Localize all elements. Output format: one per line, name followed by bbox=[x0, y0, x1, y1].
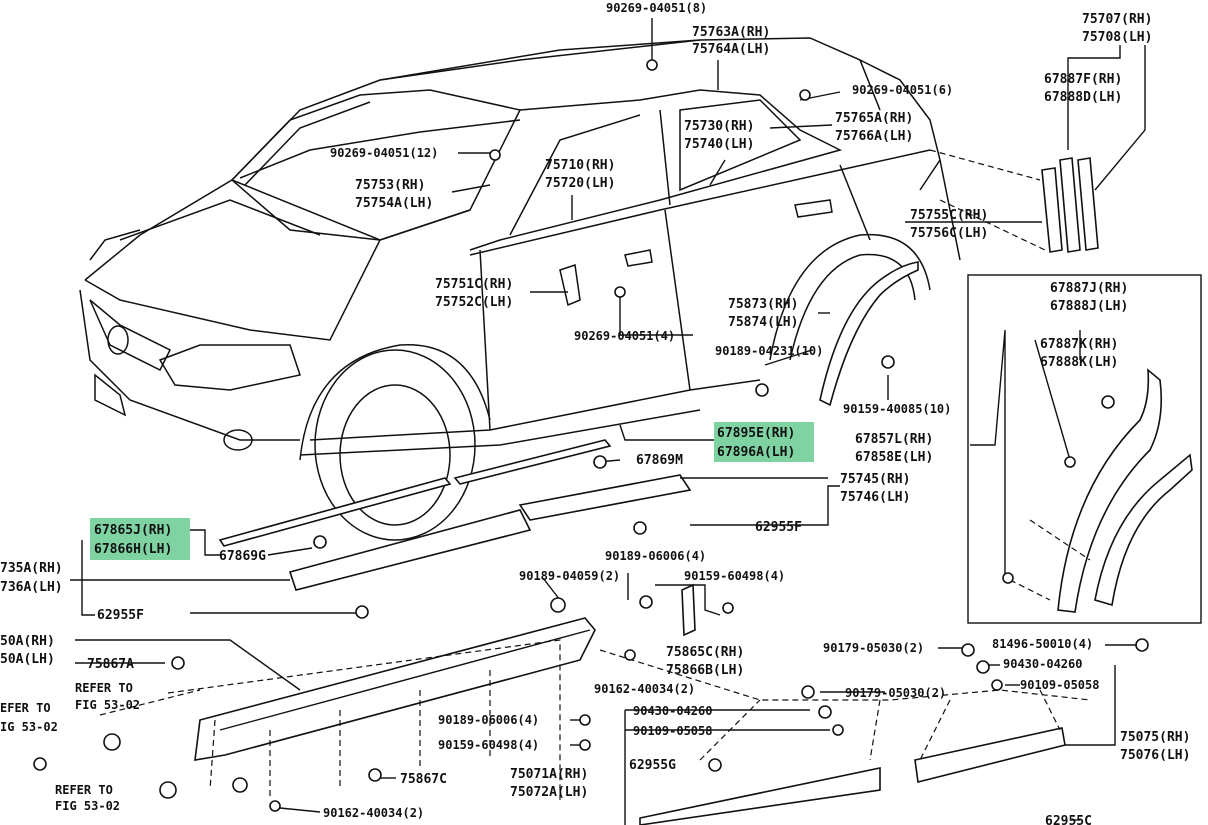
label-67866h: 67866H(LH) bbox=[94, 542, 172, 557]
leader-lines bbox=[70, 18, 1146, 825]
label-90189-06006-4b: 90189-06006(4) bbox=[438, 713, 539, 727]
label-90159-40085: 90159-40085(10) bbox=[843, 402, 951, 416]
label-67887f: 67887F(RH) bbox=[1044, 72, 1122, 87]
label-67869g: 67869G bbox=[219, 549, 266, 564]
label-67888d: 67888D(LH) bbox=[1044, 90, 1122, 105]
label-75071a: 75071A(RH) bbox=[510, 767, 588, 782]
label-81496-50010: 81496-50010(4) bbox=[992, 637, 1093, 651]
label-67887k: 67887K(RH) bbox=[1040, 337, 1118, 352]
moulding-75075 bbox=[914, 727, 1066, 783]
label-75873: 75873(RH) bbox=[728, 297, 798, 312]
label-90162-40034-b: 90162-40034(2) bbox=[323, 806, 424, 820]
label-75865c: 75865C(RH) bbox=[666, 645, 744, 660]
dashed-lines bbox=[99, 149, 1091, 800]
label-75866b: 75866B(LH) bbox=[666, 663, 744, 678]
label-ig-53-02: IG 53-02 bbox=[0, 720, 58, 734]
moulding-67865j bbox=[218, 477, 452, 547]
label-75751c: 75751C(RH) bbox=[435, 277, 513, 292]
label-75754a: 75754A(LH) bbox=[355, 196, 433, 211]
label-75755c: 75755C(RH) bbox=[910, 208, 988, 223]
label-67888k: 67888K(LH) bbox=[1040, 355, 1118, 370]
label-75752c: 75752C(LH) bbox=[435, 295, 513, 310]
label-75745: 75745(RH) bbox=[840, 472, 910, 487]
label-75740: 75740(LH) bbox=[684, 137, 754, 152]
label-50a-lh: 50A(LH) bbox=[0, 652, 55, 667]
label-67888j: 67888J(LH) bbox=[1050, 299, 1128, 314]
label-75756c: 75756C(LH) bbox=[910, 226, 988, 241]
label-90189-04059: 90189-04059(2) bbox=[519, 569, 620, 583]
label-75075: 75075(RH) bbox=[1120, 730, 1190, 745]
fasteners bbox=[33, 59, 1149, 812]
label-75867a: 75867A bbox=[87, 657, 134, 672]
label-62955f-b: 62955F bbox=[97, 608, 144, 623]
label-75766a: 75766A(LH) bbox=[835, 129, 913, 144]
label-75765a: 75765A(RH) bbox=[835, 111, 913, 126]
highlight-67895e bbox=[714, 422, 814, 462]
strip-67887f bbox=[1041, 167, 1063, 253]
label-75076: 75076(LH) bbox=[1120, 748, 1190, 763]
label-75874: 75874(LH) bbox=[728, 315, 798, 330]
retainer-75745 bbox=[518, 474, 692, 521]
strip-75707-b bbox=[1077, 157, 1099, 251]
label-67896a: 67896A(LH) bbox=[717, 445, 795, 460]
label-62955f-a: 62955F bbox=[755, 520, 802, 535]
label-67865j: 67865J(RH) bbox=[94, 523, 172, 538]
arch-moulding-75873 bbox=[819, 261, 919, 407]
label-90269-04051-8: 90269-04051(8) bbox=[606, 1, 707, 15]
label-90269-04051-4: 90269-04051(4) bbox=[574, 329, 675, 343]
strip-75707-a bbox=[1059, 157, 1081, 253]
label-efer-to: EFER TO bbox=[0, 701, 51, 715]
label-90189-06006-4a: 90189-06006(4) bbox=[605, 549, 706, 563]
label-50a-rh: 50A(RH) bbox=[0, 634, 55, 649]
label-67887j: 67887J(RH) bbox=[1050, 281, 1128, 296]
label-736a: 736A(LH) bbox=[0, 580, 63, 595]
label-90162-40034-a: 90162-40034(2) bbox=[594, 682, 695, 696]
label-90109-05058-a: 90109-05058 bbox=[1020, 678, 1099, 692]
label-75730: 75730(RH) bbox=[684, 119, 754, 134]
label-90269-04051-6: 90269-04051(6) bbox=[852, 83, 953, 97]
label-67857l: 67857L(RH) bbox=[855, 432, 933, 447]
label-62955c: 62955C bbox=[1045, 814, 1092, 825]
arch-piece-67887k bbox=[1094, 453, 1193, 607]
label-90430-04260-b: 90430-04260 bbox=[633, 704, 712, 718]
label-67869m: 67869M bbox=[636, 453, 683, 468]
label-67858e: 67858E(LH) bbox=[855, 450, 933, 465]
label-75072a: 75072A(LH) bbox=[510, 785, 588, 800]
label-735a: 735A(RH) bbox=[0, 561, 63, 576]
label-75753: 75753(RH) bbox=[355, 178, 425, 193]
arch-piece-67857l bbox=[1057, 368, 1163, 613]
label-75867c: 75867C bbox=[400, 772, 447, 787]
label-62955g: 62955G bbox=[629, 758, 676, 773]
car-body bbox=[79, 37, 961, 541]
highlight-67865j bbox=[90, 518, 190, 560]
label-75763a: 75763A(RH) bbox=[692, 25, 770, 40]
label-90109-05058-b: 90109-05058 bbox=[633, 724, 712, 738]
label-90189-04231: 90189-04231(10) bbox=[715, 344, 823, 358]
label-refer-to-1: REFER TO bbox=[75, 681, 133, 695]
label-fig-53-02-1: FIG 53-02 bbox=[75, 698, 140, 712]
label-fig-53-02-2: FIG 53-02 bbox=[55, 799, 120, 813]
retainer-735a bbox=[288, 509, 532, 591]
label-67895e: 67895E(RH) bbox=[717, 426, 795, 441]
label-75746: 75746(LH) bbox=[840, 490, 910, 505]
label-75720: 75720(LH) bbox=[545, 176, 615, 191]
label-90430-04260-a: 90430-04260 bbox=[1003, 657, 1082, 671]
label-90179-05030-a: 90179-05030(2) bbox=[823, 641, 924, 655]
label-75764a: 75764A(LH) bbox=[692, 42, 770, 57]
label-75708: 75708(LH) bbox=[1082, 30, 1152, 45]
inset-box bbox=[967, 274, 1202, 624]
label-90159-60498-4b: 90159-60498(4) bbox=[438, 738, 539, 752]
label-refer-to-2: REFER TO bbox=[55, 783, 113, 797]
moulding-75071a bbox=[639, 767, 881, 825]
label-90179-05030-b: 90179-05030(2) bbox=[845, 686, 946, 700]
label-75707: 75707(RH) bbox=[1082, 12, 1152, 27]
label-75710: 75710(RH) bbox=[545, 158, 615, 173]
moulding-67895e bbox=[453, 439, 612, 485]
label-90269-04051-12: 90269-04051(12) bbox=[330, 146, 438, 160]
rocker-panel-75867 bbox=[194, 617, 596, 761]
label-90159-60498-4a: 90159-60498(4) bbox=[684, 569, 785, 583]
